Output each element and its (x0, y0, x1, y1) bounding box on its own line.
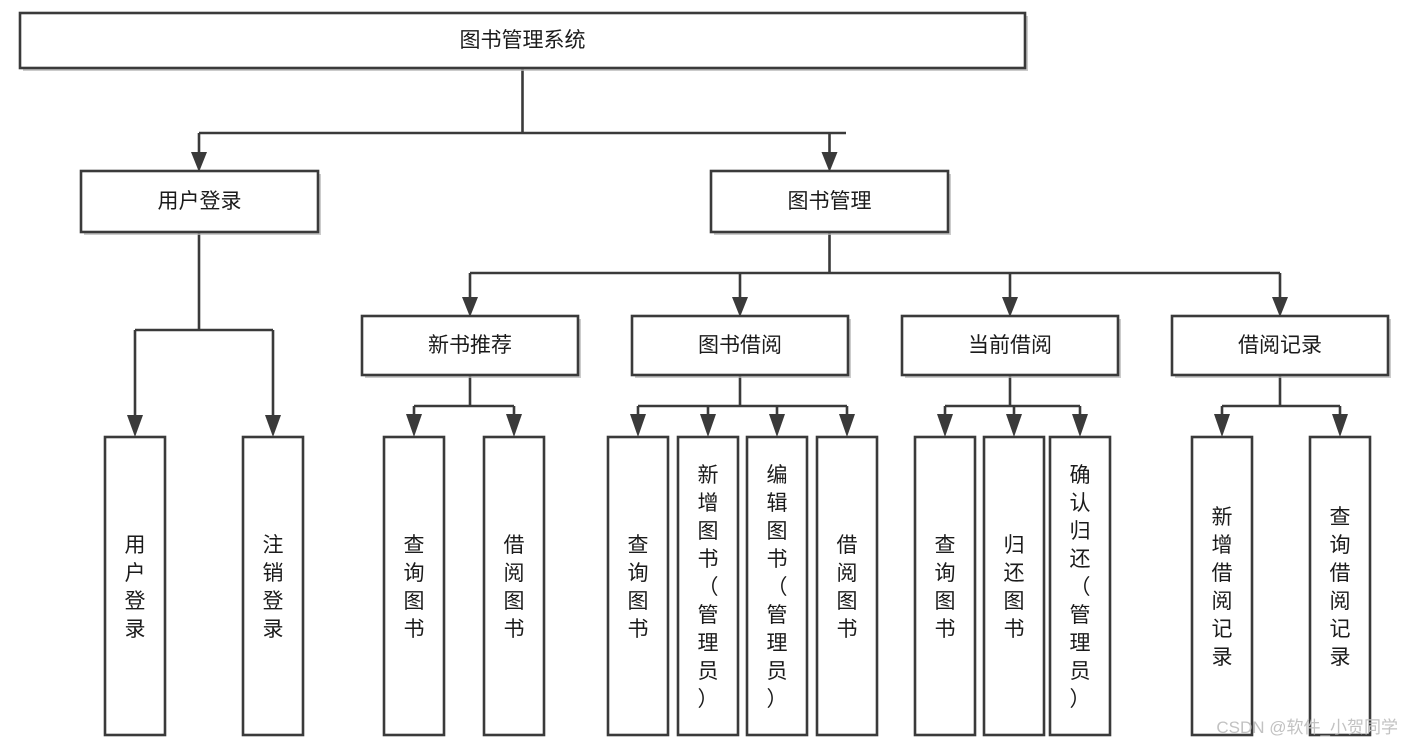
node-leaf-add-book-box (676, 435, 740, 737)
node-root-box (18, 11, 1027, 70)
node-leaf-confirm-return-box (1048, 435, 1112, 737)
node-leaf-edit-book[interactable]: 编辑图书（管理员） (745, 435, 809, 737)
node-leaf-borrow-book-2[interactable]: 借阅图书 (815, 435, 879, 737)
node-leaf-query-record[interactable]: 查询借阅记录 (1308, 435, 1372, 737)
node-book-manage-box (709, 169, 950, 234)
node-new-book-recommend[interactable]: 新书推荐 (360, 314, 581, 378)
node-leaf-query-book-3[interactable]: 查询图书 (913, 435, 977, 737)
node-leaf-confirm-return-label: 确认归还（管理员） (1070, 464, 1091, 711)
node-book-borrow-box (630, 314, 850, 377)
node-leaf-add-book-label: 新增图书（管理员） (698, 464, 719, 711)
node-leaf-add-book[interactable]: 新增图书（管理员） (676, 435, 740, 737)
node-book-manage[interactable]: 图书管理 (709, 169, 951, 235)
node-leaf-query-book-1-box (382, 435, 446, 737)
arrow-root-to-book-manage (821, 152, 838, 172)
arrow-to-new-book-recommend (462, 297, 478, 317)
node-leaf-logout-login[interactable]: 注销登录 (241, 435, 305, 737)
node-root[interactable]: 图书管理系统 (18, 11, 1028, 71)
arrow-to-leaf-query-book-3 (937, 414, 953, 437)
node-borrow-record-label: 借阅记录 (1238, 334, 1322, 357)
arrow-to-leaf-borrow-book-2 (839, 414, 855, 437)
node-leaf-edit-book-box (745, 435, 809, 737)
node-borrow-record[interactable]: 借阅记录 (1170, 314, 1391, 378)
arrow-to-leaf-edit-book (769, 414, 785, 437)
node-current-borrow-label: 当前借阅 (968, 334, 1052, 357)
node-leaf-user-login-box (103, 435, 167, 737)
arrow-to-book-borrow (732, 297, 748, 317)
connector-layer (127, 68, 1348, 437)
node-leaf-query-book-3-box (913, 435, 977, 737)
node-user-login[interactable]: 用户登录 (79, 169, 321, 235)
node-book-borrow[interactable]: 图书借阅 (630, 314, 851, 378)
node-current-borrow-box (900, 314, 1120, 377)
node-leaf-query-book-2-box (606, 435, 670, 737)
node-leaf-user-login[interactable]: 用户登录 (103, 435, 167, 737)
node-leaf-query-book-1-label: 查询图书 (404, 534, 425, 641)
node-user-login-label: 用户登录 (158, 190, 242, 213)
arrow-to-leaf-return-book (1006, 414, 1022, 437)
node-leaf-query-record-box (1308, 435, 1372, 737)
node-leaf-query-book-2-label: 查询图书 (628, 534, 649, 641)
node-leaf-borrow-book-1[interactable]: 借阅图书 (482, 435, 546, 737)
node-borrow-record-box (1170, 314, 1390, 377)
arrow-to-leaf-confirm-return (1072, 414, 1088, 437)
arrow-to-leaf-add-record (1214, 414, 1230, 437)
node-leaf-user-login-label: 用户登录 (125, 534, 146, 641)
arrow-to-borrow-record (1272, 297, 1288, 317)
arrow-to-leaf-borrow-book-1 (506, 414, 522, 437)
node-leaf-return-book-box (982, 435, 1046, 737)
node-leaf-confirm-return[interactable]: 确认归还（管理员） (1048, 435, 1112, 737)
node-leaf-query-book-1[interactable]: 查询图书 (382, 435, 446, 737)
node-book-manage-label: 图书管理 (788, 190, 872, 213)
node-root-label: 图书管理系统 (460, 29, 586, 52)
node-leaf-edit-book-label: 编辑图书（管理员） (767, 464, 788, 711)
arrow-to-leaf-query-book-1 (406, 414, 422, 437)
node-current-borrow[interactable]: 当前借阅 (900, 314, 1121, 378)
node-leaf-query-book-3-label: 查询图书 (935, 534, 956, 641)
node-book-borrow-label: 图书借阅 (698, 334, 782, 357)
arrow-to-leaf-user-login (127, 415, 143, 437)
arrow-to-leaf-query-record (1332, 414, 1348, 437)
node-leaf-borrow-book-1-box (482, 435, 546, 737)
node-leaf-borrow-book-1-label: 借阅图书 (504, 534, 525, 641)
arrow-to-leaf-query-book-2 (630, 414, 646, 437)
node-leaf-return-book-label: 归还图书 (1004, 534, 1025, 641)
node-user-login-box (79, 169, 320, 234)
arrow-to-leaf-add-book (700, 414, 716, 437)
arrow-root-to-user-login (191, 152, 207, 172)
node-new-book-recommend-box (360, 314, 580, 377)
node-leaf-logout-login-box (241, 435, 305, 737)
node-leaf-borrow-book-2-label: 借阅图书 (837, 534, 858, 641)
node-leaf-query-book-2[interactable]: 查询图书 (606, 435, 670, 737)
node-leaf-add-record[interactable]: 新增借阅记录 (1190, 435, 1254, 737)
node-leaf-add-record-box (1190, 435, 1254, 737)
node-new-book-recommend-label: 新书推荐 (428, 334, 512, 357)
node-leaf-return-book[interactable]: 归还图书 (982, 435, 1046, 737)
node-leaf-add-record-label: 新增借阅记录 (1212, 506, 1233, 669)
node-leaf-borrow-book-2-box (815, 435, 879, 737)
arrow-to-leaf-logout-login (265, 415, 281, 437)
node-leaf-logout-login-label: 注销登录 (263, 534, 284, 641)
node-leaf-query-record-label: 查询借阅记录 (1330, 506, 1351, 669)
watermark-label: CSDN @软件_小贺同学 (1216, 718, 1398, 737)
arrow-to-current-borrow (1002, 297, 1018, 317)
